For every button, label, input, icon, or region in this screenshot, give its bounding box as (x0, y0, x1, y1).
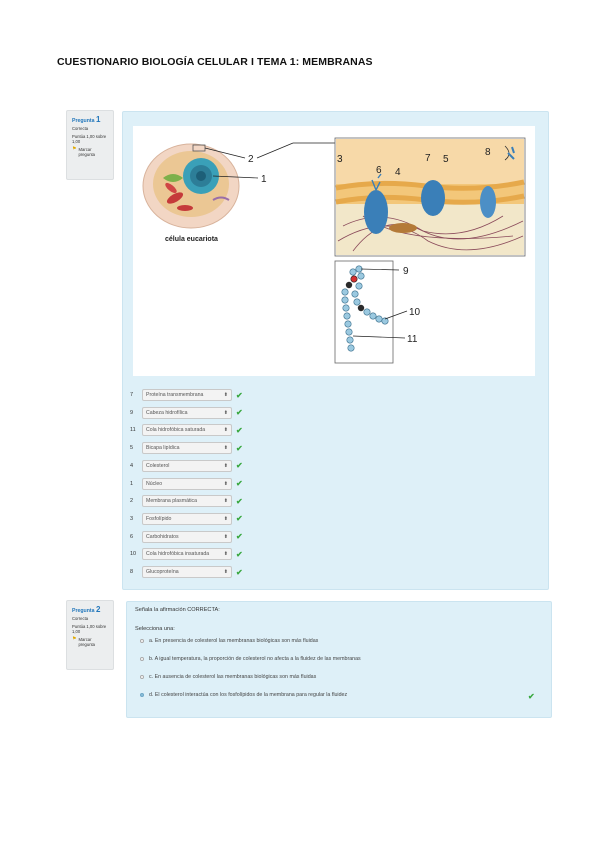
match-select[interactable]: Membrana plasmática⬍ (142, 495, 232, 508)
match-select[interactable]: Cola hidrofóbica saturada⬍ (142, 424, 232, 437)
match-row: 2 Membrana plasmática⬍ ✔ (130, 494, 243, 508)
check-icon: ✔ (236, 514, 243, 524)
question-1-status: Correcta (72, 126, 89, 131)
match-row-number: 4 (130, 462, 134, 469)
match-row-number: 5 (130, 445, 134, 452)
flag-question-1-link[interactable]: ⚑ Marcar pregunta (72, 146, 96, 158)
phospholipid-detail (334, 260, 394, 364)
figure-label-1: 1 (261, 174, 267, 185)
select-arrows-icon: ⬍ (223, 427, 228, 434)
select-arrows-icon: ⬍ (223, 533, 228, 540)
check-icon: ✔ (236, 425, 243, 435)
flag-icon: ⚑ (72, 146, 77, 152)
eukaryotic-cell-illustration (142, 143, 240, 229)
answer-option-b[interactable]: b. A igual temperatura, la proporción de… (140, 656, 361, 662)
select-arrows-icon: ⬍ (223, 569, 228, 575)
question-1-grade: Puntúa 1,00 sobre 1,00 (72, 134, 107, 144)
match-row: 11 Cola hidrofóbica saturada⬍ ✔ (130, 423, 243, 437)
figure-label-2: 2 (248, 154, 254, 165)
radio-button-selected[interactable] (140, 693, 144, 697)
select-arrows-icon: ⬍ (223, 551, 228, 558)
match-row: 1 Núcleo⬍ ✔ (130, 477, 243, 491)
select-arrows-icon: ⬍ (223, 515, 228, 522)
check-icon: ✔ (236, 390, 243, 400)
match-row: 7 Proteína transmembrana⬍ ✔ (130, 388, 243, 402)
check-icon: ✔ (236, 479, 243, 488)
match-row: 5 Bicapa lipídica⬍ ✔ (130, 441, 243, 455)
figure-label-6: 6 (376, 165, 382, 176)
membrane-illustration (334, 137, 526, 257)
question-2-info: Pregunta 2 Correcta Puntúa 1,00 sobre 1,… (66, 600, 114, 670)
match-row-number: 6 (130, 533, 134, 540)
question-2-number: Pregunta 2 (72, 605, 101, 614)
radio-button[interactable] (140, 657, 144, 661)
check-icon: ✔ (528, 692, 535, 701)
match-row-number: 1 (130, 480, 134, 487)
select-arrows-icon: ⬍ (223, 392, 228, 398)
match-select[interactable]: Fosfolípido⬍ (142, 512, 232, 525)
question-2-content (126, 601, 552, 718)
figure-label-7: 7 (425, 153, 431, 164)
check-icon: ✔ (236, 496, 243, 506)
match-row: 9 Cabeza hidrofílica⬍ ✔ (130, 406, 243, 420)
match-row-number: 8 (130, 569, 134, 575)
match-select[interactable]: Colesterol⬍ (142, 459, 232, 472)
match-row: 8 Glucoproteína⬍ ✔ (130, 565, 243, 579)
match-row-number: 2 (130, 498, 134, 505)
select-arrows-icon: ⬍ (223, 480, 228, 487)
match-row-number: 11 (130, 427, 136, 434)
select-arrows-icon: ⬍ (223, 409, 228, 416)
match-row: 6 Carbohidratos⬍ ✔ (130, 530, 243, 544)
match-row-number: 7 (130, 392, 134, 398)
figure-label-10: 10 (409, 307, 421, 318)
select-arrows-icon: ⬍ (223, 498, 228, 505)
flag-icon: ⚑ (72, 636, 77, 642)
match-row-number: 9 (130, 409, 134, 416)
check-icon: ✔ (236, 532, 243, 542)
figure-label-9: 9 (403, 266, 409, 277)
figure-label-3: 3 (337, 154, 343, 165)
match-row: 4 Colesterol⬍ ✔ (130, 459, 243, 473)
select-arrows-icon: ⬍ (223, 462, 228, 469)
match-select[interactable]: Proteína transmembrana⬍ (142, 389, 232, 401)
figure-label-4: 4 (395, 167, 401, 178)
page-title: CUESTIONARIO BIOLOGÍA CELULAR I TEMA 1: … (57, 56, 373, 68)
match-select[interactable]: Cabeza hidrofílica⬍ (142, 406, 232, 419)
check-icon: ✔ (236, 461, 243, 471)
match-select[interactable]: Glucoproteína⬍ (142, 566, 232, 578)
check-icon: ✔ (236, 567, 243, 577)
answer-option-a[interactable]: a. En presencia de colesterol las membra… (140, 638, 318, 644)
match-row: 10 Cola hidrofóbica insaturada⬍ ✔ (130, 547, 243, 561)
check-icon: ✔ (236, 443, 243, 453)
match-row: 3 Fosfolípido⬍ ✔ (130, 512, 243, 526)
question-2-status: Correcta (72, 616, 89, 621)
flag-question-2-link[interactable]: ⚑ Marcar pregunta (72, 636, 96, 648)
question-2-prompt: Señala la afirmación CORRECTA: (135, 607, 220, 613)
figure-label-8: 8 (485, 147, 491, 158)
radio-button[interactable] (140, 639, 144, 643)
match-select[interactable]: Carbohidratos⬍ (142, 530, 232, 543)
question-1-info: Pregunta 1 Correcta Puntúa 1,00 sobre 1,… (66, 110, 114, 180)
figure-label-5: 5 (443, 154, 449, 165)
match-row-number: 3 (130, 515, 134, 522)
check-icon: ✔ (236, 408, 243, 418)
question-1-number: Pregunta 1 (72, 115, 101, 124)
question-2-grade: Puntúa 1,00 sobre 1,00 (72, 624, 107, 634)
match-row-number: 10 (130, 551, 137, 558)
answer-option-d[interactable]: d. El colesterol interactúa con los fosf… (140, 692, 347, 698)
answer-option-c[interactable]: c. En ausencia de colesterol las membran… (140, 674, 316, 680)
figure-label-11: 11 (407, 334, 418, 345)
cell-caption: célula eucariota (165, 236, 218, 243)
match-select[interactable]: Bicapa lipídica⬍ (142, 442, 232, 455)
match-select[interactable]: Núcleo⬍ (142, 477, 232, 490)
select-arrows-icon: ⬍ (223, 445, 228, 452)
membrane-figure: célula eucariota 2 1 3 4 (133, 126, 535, 376)
match-select[interactable]: Cola hidrofóbica insaturada⬍ (142, 548, 232, 561)
check-icon: ✔ (236, 549, 243, 559)
radio-button[interactable] (140, 675, 144, 679)
select-one-label: Selecciona una: (135, 626, 175, 632)
